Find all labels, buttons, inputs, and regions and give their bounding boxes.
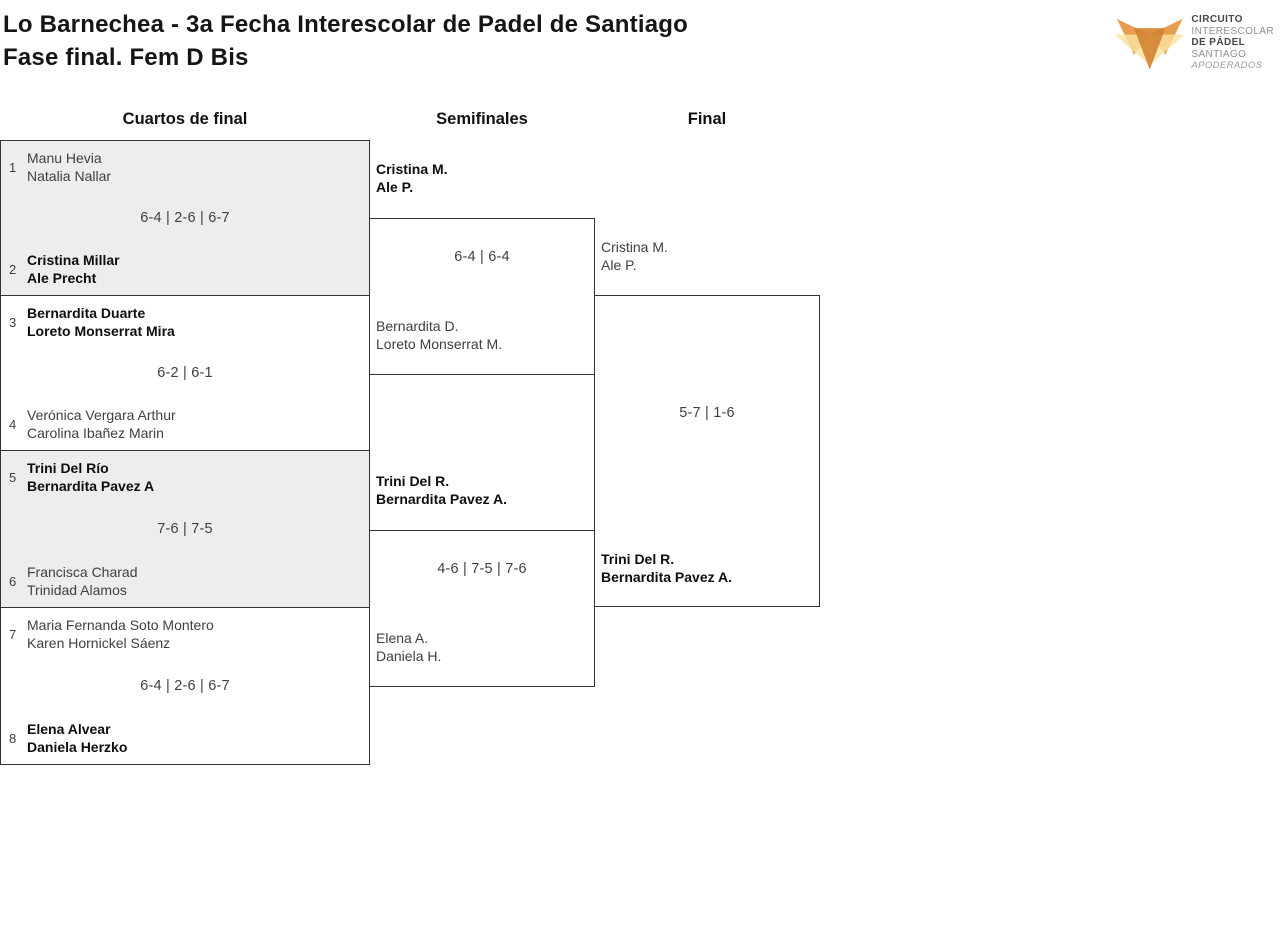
- team-names: Maria Fernanda Soto Montero Karen Hornic…: [27, 616, 214, 652]
- player-name: Carolina Ibañez Marin: [27, 425, 164, 441]
- player-name: Manu Hevia: [27, 150, 102, 166]
- team-names-winner: Elena Alvear Daniela Herzko: [27, 720, 127, 756]
- team-names-winner: Bernardita Duarte Loreto Monserrat Mira: [27, 304, 175, 340]
- player-name: Cristina Millar: [27, 252, 120, 268]
- qf1-team-bottom-row: 2 Cristina Millar Ale Precht: [1, 251, 369, 287]
- qf2-team-bottom-row: 4 Verónica Vergara Arthur Carolina Ibañe…: [1, 406, 369, 442]
- player-name: Cristina M.: [601, 239, 668, 255]
- player-name: Ale Precht: [27, 270, 97, 286]
- match-score: 6-4 | 2-6 | 6-7: [140, 678, 230, 694]
- match-score: 7-6 | 7-5: [157, 521, 213, 537]
- match-score: 6-4 | 2-6 | 6-7: [140, 210, 230, 226]
- player-name: Daniela H.: [376, 648, 442, 664]
- player-name: Bernardita Pavez A.: [601, 569, 732, 585]
- quarterfinal-match-3: 5 Trini Del Río Bernardita Pavez A 7-6 |…: [0, 450, 370, 608]
- logo-line-interescolar: INTERESCOLAR: [1191, 25, 1274, 37]
- team-names: Verónica Vergara Arthur Carolina Ibañez …: [27, 406, 176, 442]
- qf4-team-top-row: 7 Maria Fernanda Soto Montero Karen Horn…: [1, 616, 369, 652]
- player-name: Trinidad Alamos: [27, 582, 127, 598]
- player-name: Bernardita Pavez A.: [376, 491, 507, 507]
- quarterfinal-match-4: 7 Maria Fernanda Soto Montero Karen Horn…: [0, 607, 370, 765]
- quarterfinal-match-2: 3 Bernardita Duarte Loreto Monserrat Mir…: [0, 295, 370, 451]
- logo-line-circuito: CIRCUITO: [1191, 14, 1243, 25]
- qf4-team-bottom-row: 8 Elena Alvear Daniela Herzko: [1, 720, 369, 756]
- sf1-team-bottom: Bernardita D. Loreto Monserrat M.: [376, 317, 502, 353]
- qf3-team-bottom-row: 6 Francisca Charad Trinidad Alamos: [1, 563, 369, 599]
- sf2-score: 4-6 | 7-5 | 7-6: [437, 561, 527, 577]
- page-title-line2: Fase final. Fem D Bis: [3, 44, 249, 71]
- seed-number: 4: [9, 416, 17, 432]
- seed-number: 7: [9, 626, 17, 642]
- final-team-top: Cristina M. Ale P.: [601, 238, 668, 274]
- player-name: Bernardita Duarte: [27, 305, 146, 321]
- logo-line-de-padel: DE PÁDEL: [1191, 37, 1246, 49]
- player-name: Bernardita Pavez A: [27, 478, 155, 494]
- seed-number: 1: [9, 159, 17, 175]
- player-name: Natalia Nallar: [27, 168, 112, 184]
- round-header-cuartos: Cuartos de final: [122, 110, 248, 128]
- player-name: Francisca Charad: [27, 564, 138, 580]
- player-name: Cristina M.: [376, 161, 448, 177]
- player-name: Loreto Monserrat M.: [376, 336, 503, 352]
- player-name: Karen Hornickel Sáenz: [27, 635, 171, 651]
- semifinal-match-2-box: [369, 530, 595, 687]
- logo-line-santiago: SANTIAGO: [1191, 48, 1247, 60]
- final-match-box: [594, 295, 820, 607]
- sf1-score: 6-4 | 6-4: [454, 249, 510, 265]
- player-name: Elena A.: [376, 630, 429, 646]
- match-score: 6-2 | 6-1: [157, 365, 213, 381]
- sf2-team-bottom: Elena A. Daniela H.: [376, 629, 441, 665]
- player-name: Ale P.: [376, 179, 414, 195]
- team-names: Francisca Charad Trinidad Alamos: [27, 563, 138, 599]
- player-name: Elena Alvear: [27, 721, 111, 737]
- seed-number: 8: [9, 730, 17, 746]
- logo-line-apoderados: APODERADOS: [1191, 60, 1263, 72]
- seed-number: 2: [9, 261, 17, 277]
- seed-number: 6: [9, 573, 17, 589]
- player-name: Maria Fernanda Soto Montero: [27, 617, 214, 633]
- round-header-semifinales: Semifinales: [436, 110, 528, 128]
- seed-number: 3: [9, 314, 17, 330]
- player-name: Ale P.: [601, 257, 637, 273]
- page-title: Lo Barnechea - 3a Fecha Interescolar de …: [3, 8, 688, 74]
- team-names-winner: Trini Del Río Bernardita Pavez A: [27, 459, 154, 495]
- player-name: Bernardita D.: [376, 318, 459, 334]
- player-name: Loreto Monserrat Mira: [27, 323, 175, 339]
- player-name: Verónica Vergara Arthur: [27, 407, 176, 423]
- final-score: 5-7 | 1-6: [679, 405, 735, 421]
- final-team-bottom-champion: Trini Del R. Bernardita Pavez A.: [601, 550, 732, 586]
- page-title-line1: Lo Barnechea - 3a Fecha Interescolar de …: [3, 11, 688, 38]
- qf3-team-top-row: 5 Trini Del Río Bernardita Pavez A: [1, 459, 369, 495]
- player-name: Daniela Herzko: [27, 739, 128, 755]
- circuit-logo-text: CIRCUITO INTERESCOLAR DE PÁDEL SANTIAGO …: [1191, 10, 1274, 74]
- player-name: Trini Del Río: [27, 460, 109, 476]
- fox-triangles-icon: [1114, 18, 1185, 70]
- seed-number: 5: [9, 469, 17, 485]
- quarterfinal-match-1: 1 Manu Hevia Natalia Nallar 6-4 | 2-6 | …: [0, 140, 370, 296]
- qf2-team-top-row: 3 Bernardita Duarte Loreto Monserrat Mir…: [1, 304, 369, 340]
- qf1-team-top-row: 1 Manu Hevia Natalia Nallar: [1, 149, 369, 185]
- player-name: Trini Del R.: [601, 551, 675, 567]
- circuit-logo: CIRCUITO INTERESCOLAR DE PÁDEL SANTIAGO …: [1114, 10, 1274, 74]
- team-names-winner: Cristina Millar Ale Precht: [27, 251, 120, 287]
- sf2-team-top: Trini Del R. Bernardita Pavez A.: [376, 472, 507, 508]
- player-name: Trini Del R.: [376, 473, 450, 489]
- sf1-team-top: Cristina M. Ale P.: [376, 160, 448, 196]
- round-header-final: Final: [687, 110, 727, 128]
- team-names: Manu Hevia Natalia Nallar: [27, 149, 111, 185]
